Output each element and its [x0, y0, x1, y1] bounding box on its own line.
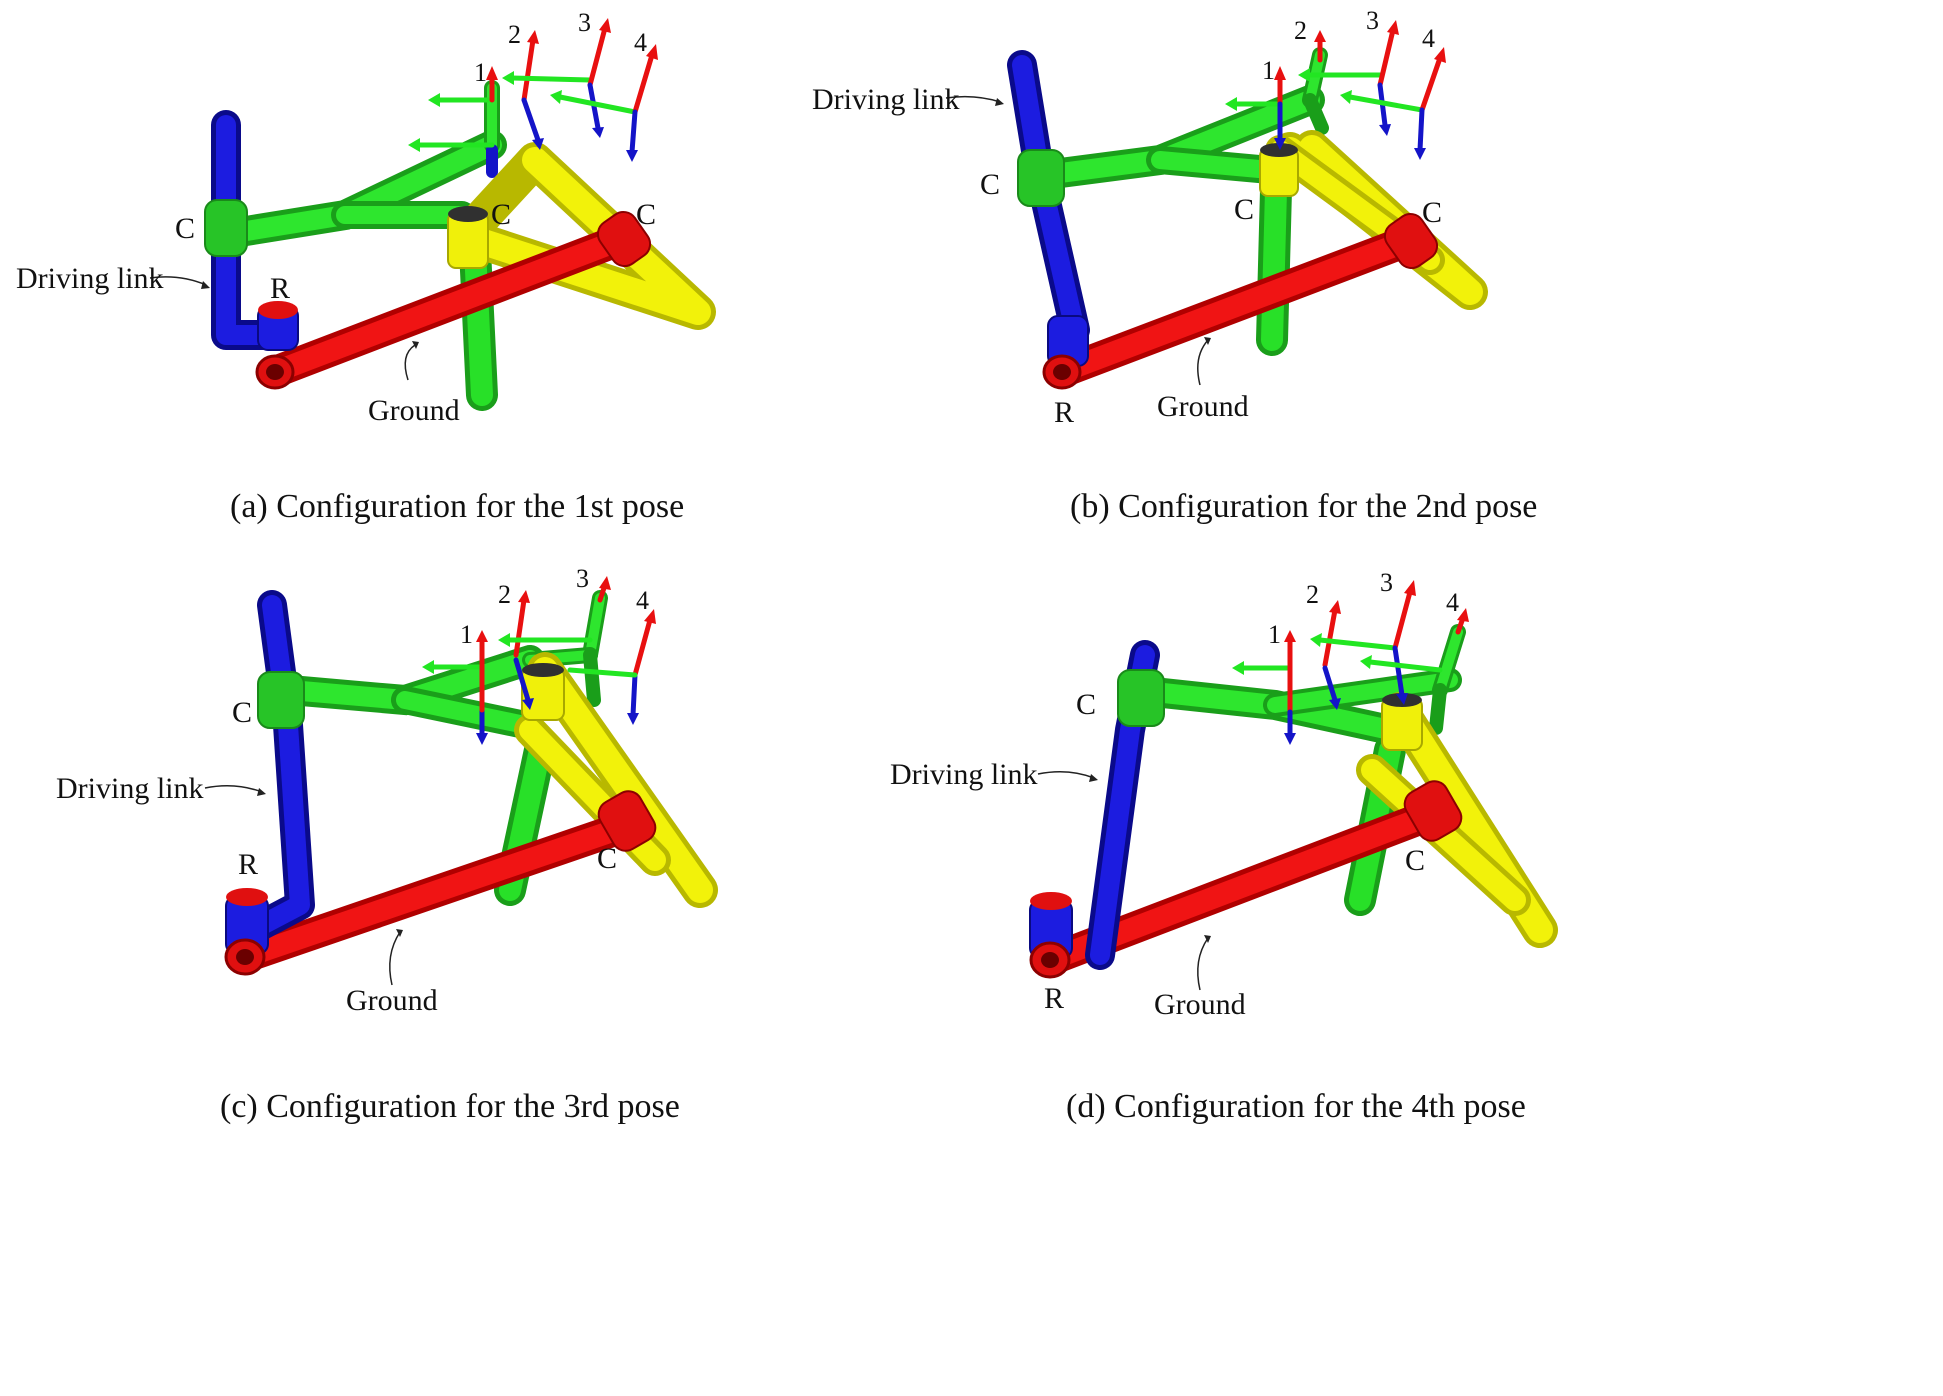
panel-c: Driving link Ground C C R 1 2 3 4 (c) Co…	[0, 560, 971, 1258]
coupler-rod-highlight	[464, 239, 493, 406]
frame-2-icon	[1310, 600, 1398, 710]
cylindrical-joint-c1	[1017, 149, 1065, 207]
frame-1-label: 1	[1268, 620, 1281, 649]
cylindrical-joint-c3	[597, 790, 657, 852]
frame-4-icon	[567, 609, 656, 725]
driving-link-label: Driving link	[890, 758, 1038, 791]
frame-4-label: 4	[634, 28, 647, 57]
ground-label: Ground	[368, 394, 460, 427]
ground-label: Ground	[346, 984, 438, 1017]
ground-leader	[404, 344, 416, 381]
frame-1-icon	[428, 66, 498, 107]
cylindrical-joint-c1	[204, 199, 248, 257]
frame-1-icon	[1232, 630, 1296, 745]
cylindrical-joint-c3	[1383, 212, 1439, 270]
frame-2-label: 2	[508, 20, 521, 49]
frame-1-icon	[1225, 66, 1286, 150]
frame-3-label: 3	[1380, 568, 1393, 597]
joint-c3-label: C	[597, 842, 618, 875]
cylindrical-joint-c1	[1117, 669, 1165, 727]
cylindrical-joint-c1	[257, 671, 305, 729]
joint-c3-label: C	[1405, 844, 1426, 877]
mechanism-drawing-d	[1029, 580, 1558, 991]
joint-c1-label: C	[1076, 688, 1097, 721]
target-frames	[422, 576, 656, 745]
frame-4-icon	[408, 44, 658, 162]
joint-r-label: R	[1044, 982, 1065, 1015]
mechanism-drawing-a	[149, 18, 716, 411]
joint-r-label: R	[1054, 396, 1075, 429]
joint-r-label: R	[270, 272, 291, 305]
driving-link-label: Driving link	[812, 83, 960, 116]
target-frames	[408, 18, 658, 162]
joint-c2-top	[448, 206, 488, 222]
target-frames	[1225, 20, 1446, 160]
frame-2-icon	[1298, 30, 1383, 82]
frame-4-icon	[1455, 608, 1469, 635]
driving-link-label: Driving link	[16, 262, 164, 295]
caption-d: (d) Configuration for the 4th pose	[1066, 1088, 1526, 1125]
ground-label: Ground	[1157, 390, 1249, 423]
frame-1-label: 1	[1262, 56, 1275, 85]
frame-3-label: 3	[578, 8, 591, 37]
joint-c1-label: C	[232, 696, 253, 729]
caption-c: (c) Configuration for the 3rd pose	[220, 1088, 680, 1125]
frame-4-label: 4	[1422, 24, 1435, 53]
panel-a: Driving link Ground C C C R 1 2 3 4 (a) …	[0, 0, 971, 698]
ground-label: Ground	[1154, 988, 1246, 1021]
driving-link-label: Driving link	[56, 772, 204, 805]
panel-b: Driving link Ground C C C R 1 2 3 4 (b) …	[790, 0, 1761, 698]
joint-c1-label: C	[980, 168, 1001, 201]
cylindrical-joint-c3	[596, 210, 652, 268]
frame-2-icon	[498, 590, 593, 710]
frame-3-label: 3	[576, 564, 589, 593]
caption-b: (b) Configuration for the 2nd pose	[1070, 488, 1538, 525]
frame-1-label: 1	[474, 58, 487, 87]
frame-3-icon	[597, 576, 611, 603]
frame-2-label: 2	[1306, 580, 1319, 609]
frame-4-icon	[1414, 47, 1446, 160]
panel-d: Driving link Ground C C R 1 2 3 4 (d) Co…	[790, 560, 1761, 1258]
target-frames	[1232, 580, 1469, 745]
cylindrical-joint-c3	[1403, 780, 1463, 842]
joint-c2-label: C	[1234, 193, 1255, 226]
frame-2-label: 2	[498, 580, 511, 609]
frame-2-label: 2	[1294, 16, 1307, 45]
driving-link-leader	[149, 276, 207, 286]
caption-a: (a) Configuration for the 1st pose	[230, 488, 685, 525]
joint-c3-label: C	[1422, 196, 1443, 229]
frame-1-label: 1	[460, 620, 473, 649]
frame-4-label: 4	[636, 586, 649, 615]
frame-2-icon	[502, 30, 593, 150]
mechanism-drawing-b	[945, 20, 1488, 390]
joint-r-label: R	[238, 848, 259, 881]
joint-c1-label: C	[175, 212, 196, 245]
revolute-joint-r-cap	[258, 301, 298, 319]
joint-c3-label: C	[636, 198, 657, 231]
frame-3-icon	[1360, 580, 1443, 705]
frame-3-icon	[1340, 20, 1425, 136]
frame-4-label: 4	[1446, 588, 1459, 617]
frame-3-label: 3	[1366, 6, 1379, 35]
joint-c2-label: C	[491, 198, 512, 231]
frame-3-icon	[550, 18, 638, 138]
mechanism-drawing-c	[204, 576, 718, 986]
frame-1-icon	[422, 630, 488, 745]
